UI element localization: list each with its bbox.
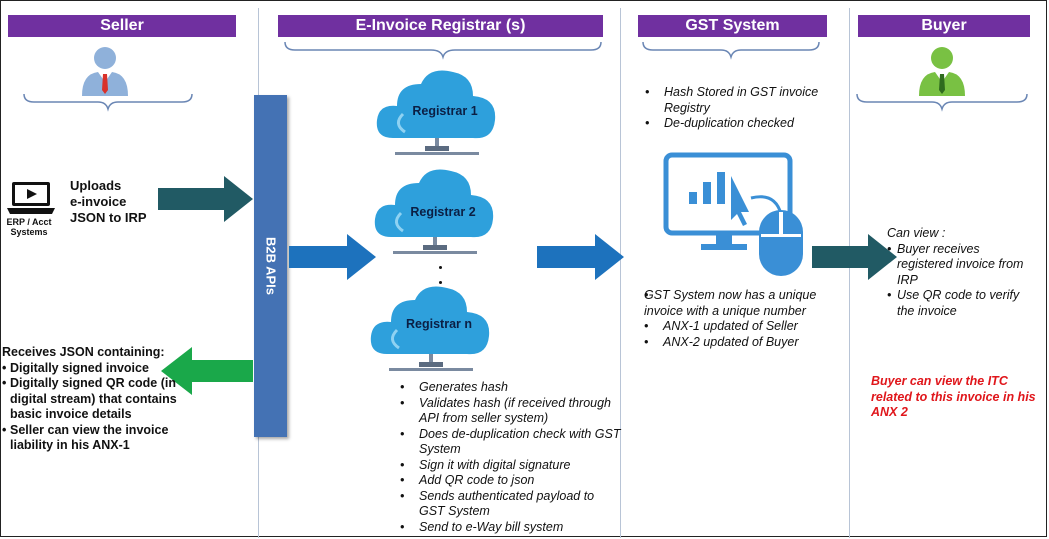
gst-brace bbox=[642, 41, 820, 60]
buyer-header: Buyer bbox=[858, 15, 1030, 37]
registrar-step: Send to e-Way bill system bbox=[400, 520, 622, 536]
gst-top-item: Hash Stored in GST invoice Registry bbox=[645, 85, 825, 116]
upload-line3: JSON to IRP bbox=[70, 210, 147, 225]
registrar-n-label: Registrar n bbox=[406, 317, 472, 331]
upload-arrow bbox=[158, 176, 253, 222]
registrar-1-cloud-icon bbox=[376, 70, 496, 155]
registrar-2-cloud-icon bbox=[374, 169, 494, 254]
registrar-n-cloud-icon bbox=[370, 286, 490, 371]
registrar-2-label: Registrar 2 bbox=[410, 205, 476, 219]
registrar-brace bbox=[284, 41, 602, 60]
receives-item: Digitally signed invoice bbox=[2, 361, 192, 377]
b2b-apis-label: B2B APIs bbox=[263, 236, 278, 296]
column-divider bbox=[620, 8, 621, 538]
registrar-step: Sign it with digital signature bbox=[400, 458, 622, 474]
erp-laptop-icon bbox=[7, 182, 55, 214]
buyer-businessman-icon bbox=[919, 47, 965, 96]
seller-businessman-icon bbox=[82, 47, 128, 96]
seller-header: Seller bbox=[8, 15, 236, 37]
registrar-header: E-Invoice Registrar (s) bbox=[278, 15, 603, 37]
registrar-step: Does de-duplication check with GST Syste… bbox=[400, 427, 622, 458]
can-view-label: Can view : bbox=[887, 226, 946, 240]
registrar-1-label: Registrar 1 bbox=[412, 104, 478, 118]
gst-top-item: De-duplication checked bbox=[645, 116, 825, 132]
registrar-steps: Generates hash Validates hash (if receiv… bbox=[400, 380, 622, 535]
gst-bottom-items: GST System now has a unique invoice with… bbox=[644, 288, 829, 350]
upload-line1: Uploads bbox=[70, 178, 122, 193]
b2b-to-registrar-arrow bbox=[289, 234, 376, 280]
erp-label: ERP / Acct Systems bbox=[0, 217, 58, 237]
upload-text: Uploads e-invoice JSON to IRP bbox=[70, 178, 147, 226]
buyer-view-block: Can view : Buyer receives registered inv… bbox=[887, 226, 1037, 319]
erp-label-line1: ERP / Acct bbox=[6, 217, 52, 227]
gst-header: GST System bbox=[638, 15, 827, 37]
upload-line2: e-invoice bbox=[70, 194, 127, 209]
registrar-step: Sends authenticated payload to GST Syste… bbox=[400, 489, 622, 520]
registrar-to-gst-arrow bbox=[537, 234, 624, 280]
buyer-brace bbox=[856, 93, 1028, 112]
gst-bottom-item: ANX-2 updated of Buyer bbox=[644, 335, 829, 351]
ellipsis-dot bbox=[439, 281, 442, 284]
receives-title: Receives JSON containing: bbox=[2, 345, 165, 359]
gst-top-items: Hash Stored in GST invoice Registry De-d… bbox=[645, 85, 825, 132]
buyer-item: Buyer receives registered invoice from I… bbox=[887, 242, 1037, 289]
receives-item: Digitally signed QR code (in digital str… bbox=[2, 376, 192, 423]
buyer-itc-note: Buyer can view the ITC related to this i… bbox=[871, 374, 1036, 419]
buyer-item: Use QR code to verify the invoice bbox=[887, 288, 1037, 319]
receives-item: Seller can view the invoice liability in… bbox=[2, 423, 192, 454]
registrar-step: Validates hash (if received through API … bbox=[400, 396, 622, 427]
receives-block: Receives JSON containing: Digitally sign… bbox=[2, 345, 192, 454]
ellipsis-dot bbox=[439, 266, 442, 269]
registrar-step: Generates hash bbox=[400, 380, 622, 396]
gst-bottom-item: GST System now has a unique invoice with… bbox=[644, 288, 829, 319]
b2b-apis-bar: B2B APIs bbox=[254, 95, 287, 437]
computer-analytics-icon bbox=[663, 152, 803, 276]
gst-bottom-item: ANX-1 updated of Seller bbox=[644, 319, 829, 335]
registrar-step: Add QR code to json bbox=[400, 473, 622, 489]
gst-to-buyer-arrow bbox=[812, 234, 897, 280]
column-divider bbox=[849, 8, 850, 538]
erp-label-line2: Systems bbox=[10, 227, 48, 237]
seller-brace bbox=[23, 93, 193, 112]
